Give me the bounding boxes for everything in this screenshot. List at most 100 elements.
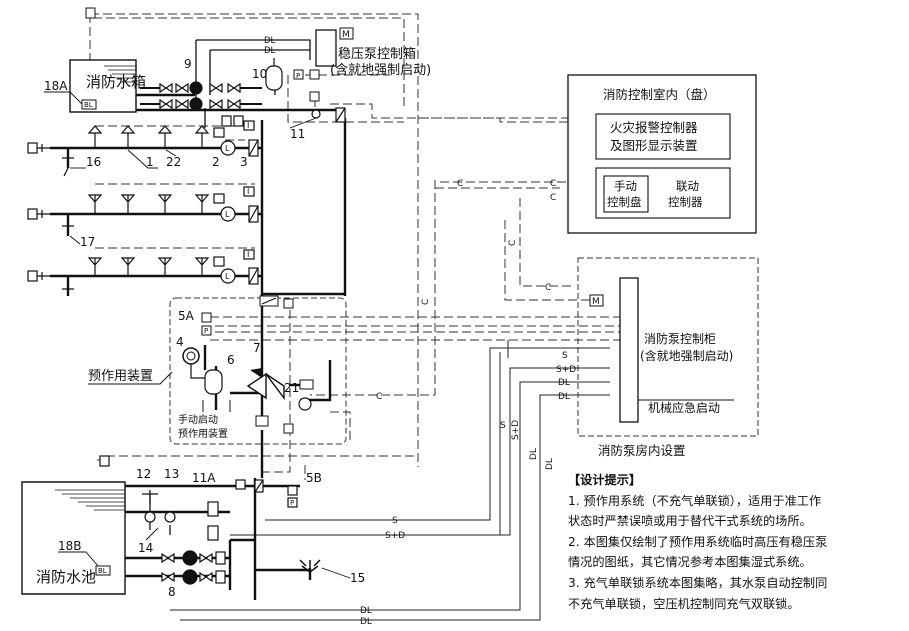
design-notes-title: 【设计提示】 xyxy=(568,473,642,487)
design-note-line: 情况的图纸，其它情况参考本图集湿式系统。 xyxy=(568,555,812,570)
stabilizer-box-title: 稳压泵控制箱 xyxy=(338,46,416,62)
callout-3: 3 xyxy=(240,155,248,169)
callout-13: 13 xyxy=(164,467,179,481)
test-valves xyxy=(62,157,74,296)
line-code-s: S xyxy=(562,351,568,361)
line-code-c: C xyxy=(376,392,382,402)
callout-21: 21 xyxy=(284,381,299,395)
line-code-c: C xyxy=(421,299,431,305)
water-pool-label: 消防水池 xyxy=(36,568,96,586)
linkage-label-1: 联动 xyxy=(676,179,699,193)
design-note-line: 1. 预作用系统（不充气单联锁），适用于准工作 xyxy=(568,493,822,508)
preaction-leader xyxy=(88,371,173,385)
pool-level-code: BL xyxy=(98,567,107,575)
signal-box-label: I xyxy=(247,121,249,130)
line-code-dl: DL xyxy=(545,458,555,470)
callout-16: 16 xyxy=(86,155,101,169)
design-note-line: 2. 本图集仅绘制了预作用系统临时高压有稳压泵 xyxy=(568,534,828,549)
manual-start-label-2: 预作用装置 xyxy=(178,427,228,440)
preaction-device-label: 预作用装置 xyxy=(88,369,153,384)
flow-indicator-label: L xyxy=(225,272,230,281)
line-code-s-d: S+D xyxy=(511,420,521,440)
line-code-s-d: S+D xyxy=(556,365,576,375)
signal-lines xyxy=(89,13,620,480)
pump-cabinet-label-1: 消防泵控制柜 xyxy=(644,331,716,346)
callout-14: 14 xyxy=(138,541,153,555)
fire-pumps xyxy=(99,455,298,585)
callout-11: 11 xyxy=(290,127,305,141)
line-code-c: C xyxy=(545,283,551,293)
manual-panel-label-1: 手动 xyxy=(614,179,637,193)
linkage-label-2: 控制器 xyxy=(668,195,703,209)
callout-22: 22 xyxy=(166,155,181,169)
mech-emergency-label: 机械应急启动 xyxy=(648,400,720,415)
stabilizer-motor-label: M xyxy=(342,30,350,40)
fire-water-tank: BL 消防水箱 xyxy=(69,7,146,113)
sprinkler-heads xyxy=(87,125,210,276)
line-code-labels: C C C C C C C S S+D DL DL S S+D DL DL S … xyxy=(360,179,576,627)
callout-5b: 5B xyxy=(306,471,322,485)
stabilizer-pumps xyxy=(140,81,262,111)
callout-15: 15 xyxy=(350,571,365,585)
line-code-dl: DL xyxy=(360,617,372,627)
design-note-line: 3. 充气单联锁系统本图集略，其水泵自动控制同 xyxy=(568,575,828,590)
test-outlet xyxy=(299,559,321,580)
callout-numbers: 18A 9 10 16 1 22 2 3 11 17 5A 4 6 7 21 1… xyxy=(44,57,365,599)
callout-17: 17 xyxy=(80,235,95,249)
line-code-dl: DL xyxy=(529,448,539,460)
line-code-dl: DL xyxy=(558,378,570,388)
signal-box-label: I xyxy=(247,187,249,196)
control-room: 消防控制室内（盘） 火灾报警控制器 及图形显示装置 手动 控制盘 联动 控制器 xyxy=(567,74,757,234)
callout-6: 6 xyxy=(227,353,235,367)
callout-7: 7 xyxy=(253,341,261,355)
preaction-device-box: P 手动启动 预作用装置 xyxy=(169,295,347,445)
dl-code: DL xyxy=(264,46,276,56)
callout-8: 8 xyxy=(168,585,176,599)
line-code-c: C xyxy=(508,240,518,246)
branch-end-caps xyxy=(27,142,50,282)
line-code-c: C xyxy=(550,193,556,203)
callout-12: 12 xyxy=(136,467,151,481)
manual-start-label-1: 手动启动 xyxy=(178,413,218,426)
pump-motor-label: M xyxy=(592,297,600,307)
line-code-s: S xyxy=(392,516,398,526)
branch-device-letters: L L L I I I xyxy=(225,121,249,281)
line-code-s: S xyxy=(500,421,506,431)
flow-indicator-label: L xyxy=(225,144,230,153)
line-code-c: C xyxy=(550,179,556,189)
callout-9: 9 xyxy=(184,57,192,71)
tank-level-code: BL xyxy=(84,101,93,109)
signal-box-label: I xyxy=(247,250,249,259)
branch-devices xyxy=(213,120,259,285)
pump-room: M 消防泵控制柜 (含就地强制启动) 机械应急启动 消防泵房内设置 xyxy=(577,257,759,458)
thin-pipes xyxy=(149,39,311,535)
stabilizer-control-box: M 稳压泵控制箱 (含就地强制启动) DL DL P xyxy=(264,27,431,102)
pressure-code: P xyxy=(204,327,208,335)
design-note-line: 不充气单联锁，空压机控制同充气双联锁。 xyxy=(568,596,800,611)
pressure-code: P xyxy=(290,499,294,507)
design-note-line: 状态时严禁误喷或用于替代干式系统的场所。 xyxy=(568,514,812,529)
flow-indicator-label: L xyxy=(225,210,230,219)
fire-alarm-label-1: 火灾报警控制器 xyxy=(610,120,698,135)
pump-room-label: 消防泵房内设置 xyxy=(598,443,686,458)
line-code-dl: DL xyxy=(360,606,372,616)
line-code-dl: DL xyxy=(558,392,570,402)
callout-10: 10 xyxy=(252,67,267,81)
stabilizer-box-subtitle: (含就地强制启动) xyxy=(330,62,431,78)
water-tank-label: 消防水箱 xyxy=(86,73,146,91)
pressure-code: P xyxy=(296,72,300,80)
fire-water-pool: BL 消防水池 xyxy=(21,481,126,595)
callout-2: 2 xyxy=(212,155,220,169)
manual-panel-label-2: 控制盘 xyxy=(607,195,642,209)
control-lines xyxy=(170,340,610,621)
fire-alarm-label-2: 及图形显示装置 xyxy=(610,138,698,153)
pump-cabinet-label-2: (含就地强制启动) xyxy=(640,348,733,363)
callout-18a: 18A xyxy=(44,79,68,93)
callout-5a: 5A xyxy=(178,309,195,323)
water-pipes xyxy=(50,93,347,600)
line-code-c: C xyxy=(457,179,463,189)
callout-4: 4 xyxy=(176,335,184,349)
dl-code: DL xyxy=(264,36,276,46)
callout-11a: 11A xyxy=(192,471,216,485)
